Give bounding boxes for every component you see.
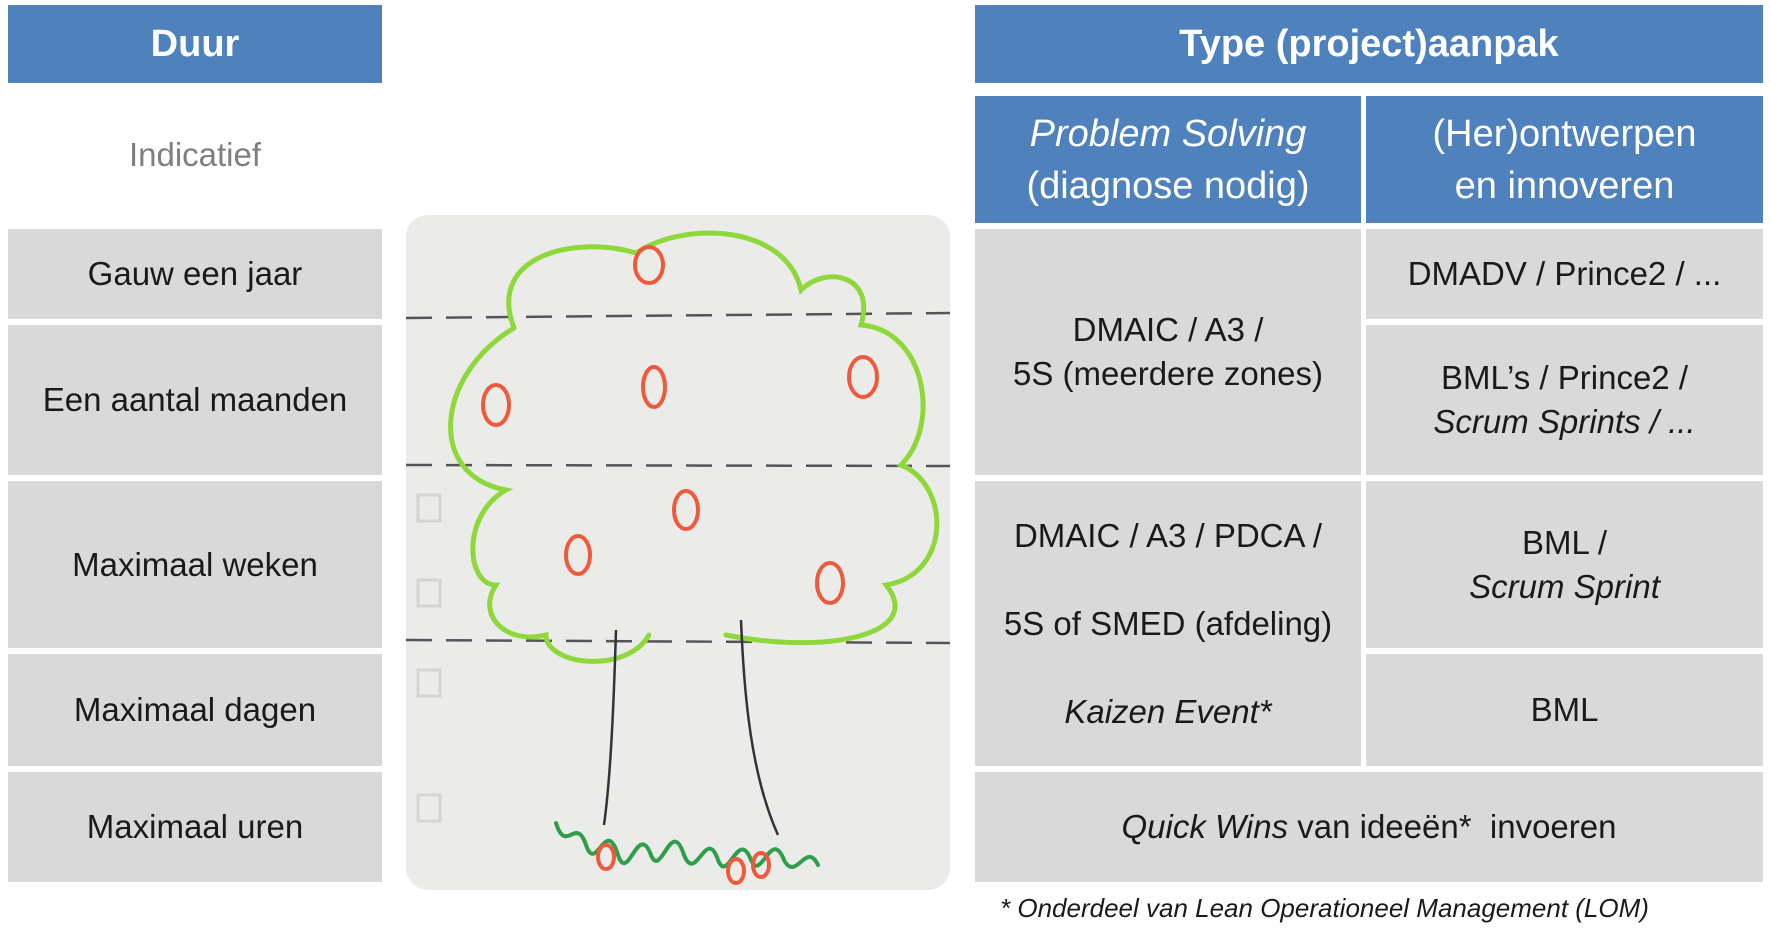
rd-months-cell: BML’s / Prince2 / Scrum Sprints / ...: [1366, 325, 1763, 475]
tree-drawing: [406, 215, 950, 890]
approach-type-header: Type (project)aanpak: [975, 5, 1763, 83]
redesign-subheader: (Her)ontwerpen en innoveren: [1366, 96, 1763, 223]
duration-header: Duur: [8, 5, 382, 83]
tree-drawing-photo: [406, 215, 950, 890]
ps-long-line2: 5S (meerdere zones): [1013, 355, 1323, 392]
ps-long-term-cell: DMAIC / A3 / 5S (meerdere zones): [975, 229, 1361, 475]
indicative-label: Indicatief: [128, 136, 262, 173]
duration-days: Maximaal dagen: [8, 654, 382, 766]
redesign-title-line1: (Her)ontwerpen: [1432, 112, 1697, 155]
rd-days-cell: BML: [1366, 654, 1763, 766]
quick-wins-text: Quick Wins van ideeën* invoeren: [1122, 805, 1617, 849]
problem-solving-title: Problem Solving: [1029, 112, 1307, 155]
rd-months-line1: BML’s / Prince2 /: [1440, 359, 1688, 396]
ps-long-line1: DMAIC / A3 /: [1072, 311, 1264, 348]
rd-weeks-cell: BML / Scrum Sprint: [1366, 481, 1763, 648]
redesign-title-line2: en innoveren: [1454, 164, 1675, 207]
problem-solving-subheader: Problem Solving (diagnose nodig): [975, 96, 1361, 223]
problem-solving-note: (diagnose nodig): [1026, 164, 1310, 207]
rd-weeks-line1: BML /: [1522, 523, 1607, 561]
quick-wins-label: Quick Wins: [1121, 808, 1289, 845]
rd-weeks-line2: Scrum Sprint: [1469, 567, 1660, 605]
quick-wins-cell: Quick Wins van ideeën* invoeren: [975, 772, 1763, 882]
ps-short-line3: Kaizen Event*: [1064, 692, 1272, 730]
quick-wins-rest: van ideeën* invoeren: [1288, 808, 1617, 845]
ps-short-line2: 5S of SMED (afdeling): [1003, 604, 1333, 642]
ps-short-term-cell: DMAIC / A3 / PDCA / 5S of SMED (afdeling…: [975, 481, 1361, 766]
duration-year: Gauw een jaar: [8, 229, 382, 319]
footnote: * Onderdeel van Lean Operationeel Manage…: [1000, 893, 1649, 923]
duration-weeks: Maximaal weken: [8, 481, 382, 648]
duration-hours: Maximaal uren: [8, 772, 382, 882]
rd-months-line2: Scrum Sprints / ...: [1433, 403, 1696, 440]
ps-short-line1: DMAIC / A3 / PDCA /: [1013, 516, 1323, 554]
rd-year-cell: DMADV / Prince2 / ...: [1366, 229, 1763, 319]
duration-months: Een aantal maanden: [8, 325, 382, 475]
